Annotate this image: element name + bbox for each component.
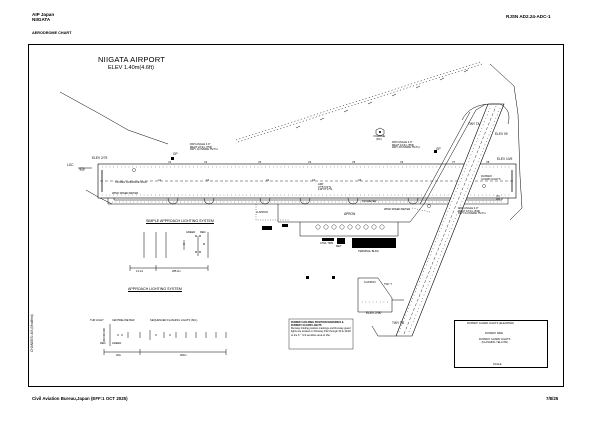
twy-label-a2: A2: [206, 179, 210, 182]
approach-lighting-dots: [103, 329, 171, 341]
notes-body: Runway holding position markings and Run…: [291, 327, 351, 337]
chart-id: RJSN AD2.24-ADC-1: [506, 14, 551, 19]
apron-stands: [315, 224, 385, 230]
windsock-symbols: [132, 168, 486, 208]
simple-approach-dots: [183, 235, 205, 253]
runway-guard-symbols: [496, 195, 500, 200]
twy-label-v5: V5: [352, 161, 356, 164]
footer-issuer: Civil Aviation Bureau,Japan (EFF:1 OCT 2…: [32, 396, 128, 401]
label-gp-right: GP: [436, 147, 441, 151]
twy-label-a1: A1: [158, 179, 162, 182]
section-simple-approach: SIMPLE APPROACH LIGHTING SYSTEM: [146, 219, 214, 223]
hangar: [262, 226, 272, 230]
label-twy-tb: TWY TB: [392, 321, 404, 325]
simple-approach-diagram: [129, 232, 209, 271]
label-green: GREEN: [186, 231, 196, 234]
dim-4: 900m: [180, 354, 187, 357]
twy-label-v3: V3: [258, 161, 262, 164]
loc-antenna: [78, 167, 92, 171]
legend-scale: SCALE: [493, 363, 502, 366]
approach-lighting-diagram: [103, 324, 227, 355]
main-apron: [277, 203, 425, 237]
building-4: [306, 276, 309, 279]
label-papi-bottom: PAPI ANGLE 3.0° MEHT 16.5m (54ft) RWY 04…: [458, 207, 486, 216]
label-twy-ta: TWY TA: [468, 122, 480, 126]
building-small: [282, 224, 288, 227]
building-3: [332, 276, 335, 279]
twy-label-v7: V7: [452, 161, 456, 164]
approach-light-line-ne: [235, 61, 483, 143]
section-approach-lighting: APPROACH LIGHTING SYSTEM: [128, 287, 182, 291]
parallel-taxiway: [107, 198, 509, 205]
chart-type: AERODROME CHART: [32, 31, 72, 35]
label-g-apron: G APRON: [256, 211, 268, 214]
connecting-taxiways: [167, 197, 419, 205]
terminal-building: [352, 238, 396, 248]
label-runway-guard: RUNWAY GUARD LIGHTS: [481, 175, 501, 181]
label-taxiing-guidance: TAXIING GUIDANCE SIGN: [115, 181, 147, 184]
label-arp: ARP 37°57'22"N 139°07'17"E: [318, 183, 333, 192]
label-sfl: SEQUENCED FLASHING LIGHTS (SFL): [150, 319, 198, 322]
twy-label-v6: V6: [400, 161, 404, 164]
ctrl-tower: [322, 238, 334, 241]
label-terminal: TERMINAL BLDG: [358, 250, 379, 253]
label-papi-left: PAPI ANGLE 3.0° MEHT 22.9m (75ft) RWY 10…: [190, 143, 218, 152]
label-ctrl-twr: CTRL TWR: [320, 242, 334, 245]
side-changes-text: CHANGES: AIS (Modified): [30, 314, 34, 352]
met-building: [337, 238, 345, 244]
runway-04-22: [395, 103, 505, 337]
label-wind-speed-right: WIND SPEED METER: [384, 208, 411, 211]
chart-frame: [28, 44, 564, 387]
notes-box: [288, 318, 354, 350]
label-red-bottom: RED: [100, 342, 106, 345]
twy-label-a4: A4: [312, 179, 316, 182]
notes-text: RUNWAY HOLDING POSITION MARKINGS & RUNWA…: [291, 321, 351, 337]
legend-title: RUNWAY GUARD LIGHTS (ELEVATED): [467, 322, 514, 325]
twy-label-v8: V8: [486, 161, 490, 164]
airport-elevation: ELEV 1.40m(4.6ft): [108, 65, 155, 71]
footer-page: 7/8/25: [546, 396, 559, 401]
label-thr-light: THR LIGHT: [90, 319, 104, 322]
legend-box: RUNWAY GUARD LIGHTS (ELEVATED) RUNWAY SI…: [454, 320, 548, 368]
dim-3: 30m: [116, 354, 122, 357]
label-gp-left: GP: [173, 152, 178, 156]
label-dolmeter: DOLMETER: [362, 200, 377, 203]
legend-row1: RUNWAY SIDE: [485, 332, 503, 335]
twy-label-v4: V4: [308, 161, 312, 164]
twy-label-a5: A5: [358, 179, 362, 182]
s-apron: [357, 277, 404, 313]
label-met: MET: [336, 245, 342, 248]
twy-tb-bottom: [371, 325, 396, 337]
dim-2: 285.4m: [172, 270, 181, 273]
approach-ticks: [295, 69, 469, 129]
label-loc: LOC: [67, 163, 74, 167]
gp-symbols: [171, 150, 437, 160]
label-vor-dme: VOR/DME (DC): [373, 135, 386, 141]
label-crossbar: CENTRELINE BAR: [112, 319, 135, 322]
taxiway-04-22: [419, 103, 487, 205]
airport-name: NIIGATA AIRPORT: [98, 55, 166, 64]
twy-label-a3: A3: [266, 179, 270, 182]
label-elev-left: ELEV 2/79: [92, 156, 108, 160]
label-green-bottom: GREEN: [112, 342, 122, 345]
label-twy-t: TWY T: [384, 283, 392, 286]
label-wind-speed-left: WIND SPEED METER: [112, 192, 139, 195]
vor-symbol: [375, 127, 385, 137]
twy-label-v1: V1: [168, 161, 172, 164]
notes-caution: RUNWAY HOLDING POSITION MARKINGS & RUNWA…: [291, 321, 344, 328]
label-elev-right: ELEV 10/9: [497, 157, 513, 161]
label-red: RED: [200, 231, 206, 234]
taxiway-loop: [461, 103, 510, 125]
label-apron: APRON: [344, 212, 356, 216]
label-elev-09: ELEV 09: [495, 132, 508, 136]
label-s-apron: S APRON: [364, 281, 376, 284]
runway-10-28: [97, 163, 517, 199]
label-elev-bottom: ELEV 2/90: [366, 311, 382, 315]
dim-1: 13.1m: [136, 270, 144, 273]
label-papi-right: PAPI ANGLE 3.0° MEHT 16.8m (55ft) RWY 28…: [392, 141, 420, 150]
service-roads: [255, 204, 431, 221]
twy-label-v2: V2: [204, 161, 208, 164]
legend-row2: RUNWAY GUARD LIGHTS (FLASHING YELLOW): [479, 338, 511, 344]
